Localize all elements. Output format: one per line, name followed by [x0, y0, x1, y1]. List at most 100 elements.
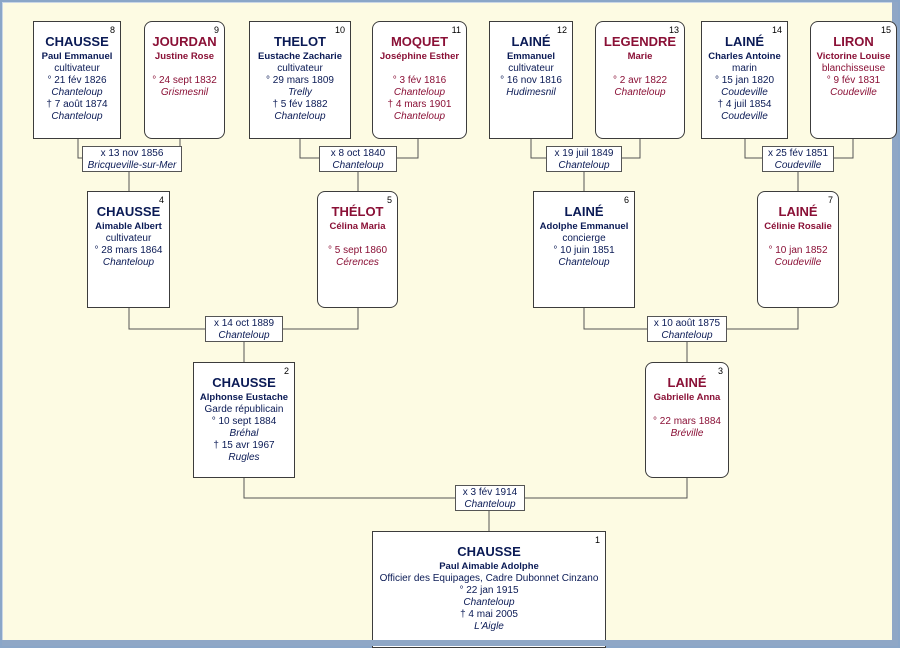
person-surname: LAINÉ	[667, 375, 707, 390]
person-birth: ° 3 fév 1816	[392, 75, 447, 86]
person-given-name: Célinie Rosalie	[764, 221, 832, 232]
person-given-name: Emmanuel	[506, 51, 556, 62]
person-given-name: Aimable Albert	[95, 221, 162, 232]
person-surname: CHAUSSE	[45, 34, 109, 49]
marriage-box-14-15: x 25 fév 1851 Coudeville	[762, 146, 834, 172]
person-surname: CHAUSSE	[212, 375, 276, 390]
person-given-name: Paul Aimable Adolphe	[439, 561, 539, 572]
person-birth-place: Chanteloup	[558, 257, 610, 268]
marriage-date: x 13 nov 1856	[100, 148, 164, 159]
marriage-date: x 14 oct 1889	[213, 318, 275, 329]
person-number: 3	[717, 366, 723, 376]
person-surname: LEGENDRE	[603, 34, 677, 49]
person-death: † 4 juil 1854	[717, 99, 772, 110]
person-death-place: Rugles	[228, 452, 260, 463]
marriage-place: Chanteloup	[558, 160, 610, 171]
person-birth-place: Coudeville	[721, 87, 768, 98]
person-box-13[interactable]: 13 LEGENDRE Marie ° 2 avr 1822 Chantelou…	[595, 21, 685, 139]
person-box-7[interactable]: 7 LAINÉ Célinie Rosalie ° 10 jan 1852 Co…	[757, 191, 839, 308]
person-given-name: Marie	[627, 51, 653, 62]
person-birth-place: Chanteloup	[463, 597, 515, 608]
person-birth: ° 9 fév 1831	[826, 75, 881, 86]
person-death-place: L'Aigle	[474, 621, 504, 632]
person-number: 1	[594, 535, 600, 545]
person-birth: ° 10 juin 1851	[553, 245, 615, 256]
person-surname: MOQUET	[390, 34, 449, 49]
person-number: 8	[109, 25, 115, 35]
person-box-1[interactable]: 1 CHAUSSE Paul Aimable Adolphe Officier …	[372, 531, 606, 648]
person-number: 11	[451, 25, 461, 35]
person-death-place: Coudeville	[721, 111, 768, 122]
person-number: 15	[880, 25, 891, 35]
marriage-box-4-5: x 14 oct 1889 Chanteloup	[205, 316, 283, 342]
marriage-date: x 8 oct 1840	[330, 148, 386, 159]
person-occupation: cultivateur	[105, 233, 152, 244]
marriage-box-8-9: x 13 nov 1856 Bricqueville-sur-Mer	[82, 146, 182, 172]
person-box-4[interactable]: 4 CHAUSSE Aimable Albert cultivateur ° 2…	[87, 191, 170, 308]
person-occupation: concierge	[562, 233, 606, 244]
person-birth-place: Chanteloup	[51, 87, 103, 98]
person-surname: LIRON	[833, 34, 874, 49]
person-birth: ° 10 jan 1852	[768, 245, 828, 256]
person-box-14[interactable]: 14 LAINÉ Charles Antoine marin ° 15 jan …	[701, 21, 788, 139]
person-death: † 4 mars 1901	[387, 99, 452, 110]
person-birth-place: Cérences	[336, 257, 379, 268]
person-box-12[interactable]: 12 LAINÉ Emmanuel cultivateur ° 16 nov 1…	[489, 21, 573, 139]
marriage-box-10-11: x 8 oct 1840 Chanteloup	[319, 146, 397, 172]
marriage-place: Bricqueville-sur-Mer	[87, 160, 177, 171]
person-surname: LAINÉ	[778, 204, 818, 219]
person-given-name: Justine Rose	[154, 51, 215, 62]
marriage-box-12-13: x 19 juil 1849 Chanteloup	[546, 146, 622, 172]
person-given-name: Célina Maria	[329, 221, 386, 232]
person-surname: LAINÉ	[725, 34, 764, 49]
person-box-11[interactable]: 11 MOQUET Joséphine Esther ° 3 fév 1816 …	[372, 21, 467, 139]
person-number: 14	[771, 25, 782, 35]
person-number: 6	[623, 195, 629, 205]
person-number: 5	[386, 195, 392, 205]
person-birth: ° 2 avr 1822	[612, 75, 668, 86]
person-given-name: Joséphine Esther	[379, 51, 460, 62]
person-death: † 5 fév 1882	[272, 99, 328, 110]
person-box-10[interactable]: 10 THELOT Eustache Zacharie cultivateur …	[249, 21, 351, 139]
person-birth-place: Chanteloup	[614, 87, 666, 98]
person-birth: ° 24 sept 1832	[152, 75, 217, 86]
person-surname: CHAUSSE	[96, 204, 161, 219]
person-occupation: marin	[731, 63, 757, 74]
person-given-name: Eustache Zacharie	[258, 51, 342, 62]
person-surname: LAINÉ	[511, 34, 551, 49]
person-birth-place: Chanteloup	[102, 257, 155, 268]
marriage-place: Chanteloup	[661, 330, 713, 341]
person-box-8[interactable]: 8 CHAUSSE Paul Emmanuel cultivateur ° 21…	[33, 21, 121, 139]
person-box-15[interactable]: 15 LIRON Victorine Louise blanchisseuse …	[810, 21, 897, 139]
person-birth-place: Trelly	[288, 87, 312, 98]
person-box-2[interactable]: 2 CHAUSSE Alphonse Eustache Garde républ…	[193, 362, 295, 478]
marriage-date: x 3 fév 1914	[462, 487, 518, 498]
person-box-9[interactable]: 9 JOURDAN Justine Rose ° 24 sept 1832 Gr…	[144, 21, 225, 139]
person-birth-place: Bréville	[670, 428, 704, 439]
person-given-name: Charles Antoine	[708, 51, 781, 62]
person-box-5[interactable]: 5 THÉLOT Célina Maria ° 5 sept 1860 Cére…	[317, 191, 398, 308]
person-birth: ° 21 fév 1826	[47, 75, 107, 86]
person-death: † 15 avr 1967	[213, 440, 275, 451]
person-occupation: blanchisseuse	[821, 63, 886, 74]
person-birth-place: Bréhal	[229, 428, 259, 439]
person-death-place: Chanteloup	[51, 111, 103, 122]
person-death-place: Chanteloup	[274, 111, 326, 122]
person-birth: ° 10 sept 1884	[211, 416, 277, 427]
person-birth: ° 29 mars 1809	[266, 75, 334, 86]
person-death-place: Chanteloup	[393, 111, 446, 122]
person-given-name: Paul Emmanuel	[41, 51, 113, 62]
person-number: 10	[334, 25, 345, 35]
person-birth: ° 28 mars 1864	[94, 245, 163, 256]
person-surname: CHAUSSE	[457, 544, 521, 559]
person-occupation: cultivateur	[277, 63, 323, 74]
marriage-place: Coudeville	[774, 160, 822, 171]
person-birth-place: Coudeville	[774, 257, 822, 268]
marriage-date: x 10 août 1875	[653, 318, 721, 329]
person-birth: ° 5 sept 1860	[327, 245, 388, 256]
person-occupation: Garde républicain	[204, 404, 284, 415]
person-surname: THELOT	[274, 34, 326, 49]
person-box-6[interactable]: 6 LAINÉ Adolphe Emmanuel concierge ° 10 …	[533, 191, 635, 308]
person-birth-place: Hudimesnil	[506, 87, 556, 98]
person-box-3[interactable]: 3 LAINÉ Gabrielle Anna ° 22 mars 1884 Br…	[645, 362, 729, 478]
